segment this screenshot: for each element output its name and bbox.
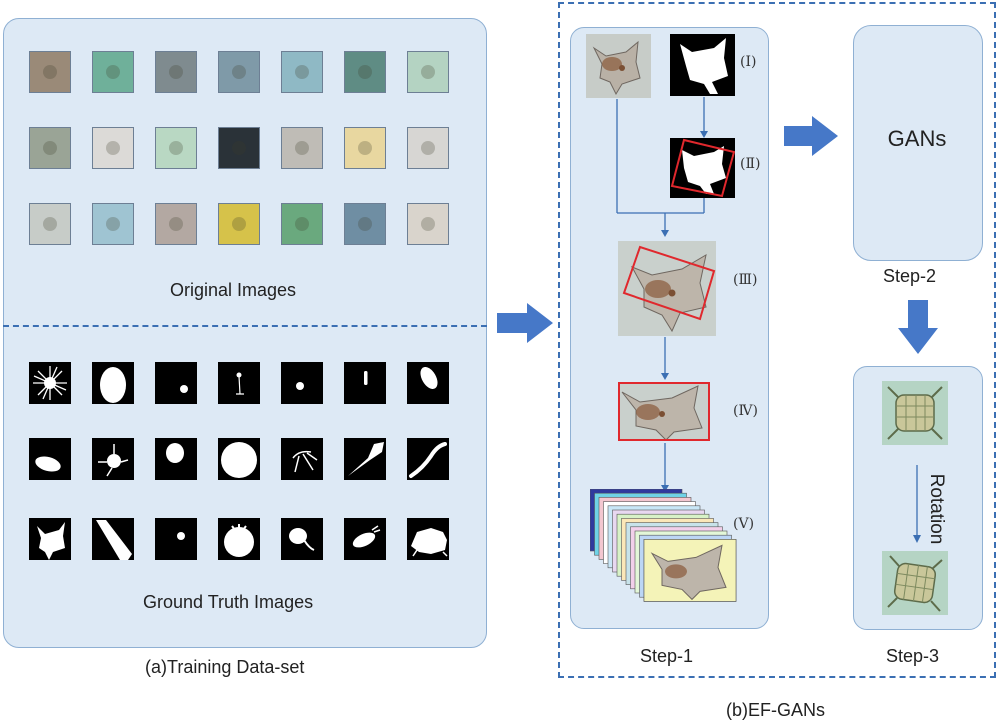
specimen-blob bbox=[106, 217, 120, 231]
mask-horned-cell bbox=[407, 518, 449, 560]
label-step-i: (Ⅰ) bbox=[740, 54, 757, 70]
specimen-blob bbox=[295, 65, 309, 79]
mask-hook bbox=[407, 438, 449, 480]
mask-ellipse-large bbox=[92, 362, 134, 404]
mask-oval-flat bbox=[29, 438, 71, 480]
specimen-aligned-crop bbox=[618, 382, 710, 441]
original-thumbnail bbox=[281, 51, 323, 93]
rotation-arrow bbox=[911, 465, 923, 545]
specimen-original-image bbox=[586, 34, 651, 98]
arrow-step2-to-step3 bbox=[898, 300, 938, 356]
mask-elongated bbox=[92, 518, 134, 560]
mask-dot-mid bbox=[281, 362, 323, 404]
training-dataset-caption: (a)Training Data-set bbox=[145, 657, 305, 677]
gans-box bbox=[853, 25, 983, 261]
mask-tadpole bbox=[281, 518, 323, 560]
mask-circle-large bbox=[218, 438, 260, 480]
mask-creature bbox=[92, 438, 134, 480]
front-specimen bbox=[643, 539, 737, 602]
step1-label: Step-1 bbox=[640, 646, 694, 666]
original-thumbnail bbox=[281, 203, 323, 245]
original-thumbnail bbox=[155, 51, 197, 93]
generated-cell-image bbox=[882, 381, 948, 445]
original-thumbnail bbox=[29, 51, 71, 93]
original-thumbnail bbox=[218, 203, 260, 245]
specimen-blob bbox=[358, 65, 372, 79]
original-images-label: Original Images bbox=[170, 280, 297, 300]
specimen-blob bbox=[421, 217, 435, 231]
mask-rod bbox=[344, 362, 386, 404]
specimen-mask-image bbox=[670, 34, 735, 96]
mask-dot-small bbox=[155, 362, 197, 404]
original-thumbnail bbox=[29, 203, 71, 245]
specimen-blob bbox=[43, 65, 57, 79]
original-thumbnail bbox=[407, 51, 449, 93]
ground-truth-masks-svg bbox=[29, 362, 449, 560]
specimen-blob bbox=[232, 217, 246, 231]
mask-oval-tilted bbox=[407, 362, 449, 404]
original-thumbnail bbox=[218, 127, 260, 169]
mask-blob-small bbox=[155, 438, 197, 480]
specimen-blob bbox=[106, 65, 120, 79]
step3-label: Step-3 bbox=[886, 646, 940, 666]
specimen-blob bbox=[43, 141, 57, 155]
specimen-blob bbox=[43, 217, 57, 231]
ground-truth-images-label: Ground Truth Images bbox=[143, 592, 314, 612]
specimen-blob bbox=[232, 65, 246, 79]
label-step-ii: (Ⅱ) bbox=[740, 156, 761, 172]
label-step-iii: (Ⅲ) bbox=[733, 272, 758, 288]
mask-spiky-cell bbox=[29, 518, 71, 560]
original-thumbnail bbox=[344, 51, 386, 93]
specimen-blob bbox=[358, 217, 372, 231]
ef-gans-frame bbox=[558, 2, 996, 678]
specimen-blob bbox=[295, 141, 309, 155]
specimen-blob bbox=[106, 141, 120, 155]
arrow-a-to-b bbox=[497, 303, 555, 343]
original-thumbnail bbox=[281, 127, 323, 169]
mask-dot-round bbox=[155, 518, 197, 560]
specimen-blob bbox=[169, 141, 183, 155]
rotation-label: Rotation bbox=[926, 473, 947, 545]
label-step-v: (Ⅴ) bbox=[733, 516, 755, 532]
label-step-iv: (Ⅳ) bbox=[733, 403, 758, 419]
specimen-blob bbox=[421, 141, 435, 155]
mask-capsule bbox=[344, 518, 386, 560]
mask-with-rotated-box bbox=[670, 138, 735, 198]
specimen-blob bbox=[169, 217, 183, 231]
step2-label: Step-2 bbox=[883, 266, 937, 286]
step1-connectors bbox=[570, 27, 770, 627]
original-thumbnail bbox=[155, 203, 197, 245]
specimen-blob bbox=[421, 65, 435, 79]
original-thumbnail bbox=[155, 127, 197, 169]
original-thumbnail bbox=[344, 127, 386, 169]
gans-label: GANs bbox=[887, 126, 947, 151]
specimen-blob bbox=[169, 65, 183, 79]
specimen-rotated-box bbox=[618, 241, 716, 336]
original-thumbnail bbox=[92, 127, 134, 169]
dashed-divider bbox=[3, 325, 487, 327]
arrow-step1-to-step2 bbox=[784, 116, 840, 156]
mask-starburst bbox=[29, 362, 71, 404]
ef-gans-caption: (b)EF-GANs bbox=[726, 700, 825, 720]
specimen-blob bbox=[358, 141, 372, 155]
original-thumbnail bbox=[29, 127, 71, 169]
original-thumbnail bbox=[344, 203, 386, 245]
original-thumbnail bbox=[218, 51, 260, 93]
mask-branching bbox=[281, 438, 323, 480]
specimen-blob bbox=[232, 141, 246, 155]
specimen-blob bbox=[295, 217, 309, 231]
augmented-image-stack bbox=[590, 489, 752, 611]
original-thumbnail bbox=[407, 127, 449, 169]
original-thumbnail bbox=[92, 51, 134, 93]
ground-truth-grid bbox=[29, 362, 469, 572]
mask-trumpet bbox=[344, 438, 386, 480]
rotated-cell-image bbox=[882, 551, 948, 615]
mask-frilled-cell bbox=[218, 518, 260, 560]
mask-stalk bbox=[218, 362, 260, 404]
original-thumbnail bbox=[92, 203, 134, 245]
original-thumbnail bbox=[407, 203, 449, 245]
original-images-grid bbox=[29, 51, 469, 251]
